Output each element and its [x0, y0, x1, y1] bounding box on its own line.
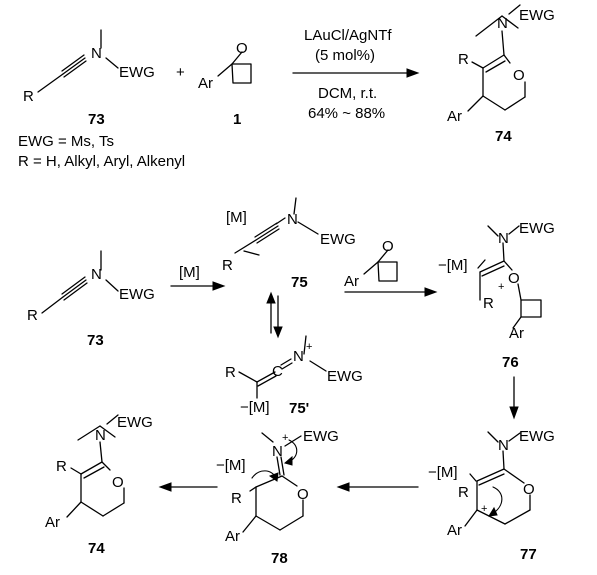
group-ewg: EWG	[519, 428, 555, 445]
atom-ar: Ar	[447, 522, 462, 539]
condition-loading: (5 mol%)	[315, 47, 375, 64]
atom-r: R	[23, 88, 34, 105]
atom-ar: Ar	[509, 325, 524, 342]
atom-n: N	[293, 348, 304, 365]
group-ewg: EWG	[119, 286, 155, 303]
atom-o: O	[523, 481, 535, 498]
intermediate-75: [M] R N EWG	[222, 197, 356, 274]
atom-ar: Ar	[447, 108, 462, 125]
note-r-groups: R = H, Alkyl, Aryl, Alkenyl	[18, 153, 185, 170]
intermediate-76: N EWG −[M] O + R Ar	[438, 220, 555, 342]
atom-n: N	[91, 45, 102, 62]
metal-label-neg: −[M]	[216, 457, 246, 474]
charge-plus: +	[306, 341, 312, 353]
atom-o: O	[297, 486, 309, 503]
ynamide-73-mech: R N EWG	[27, 250, 155, 324]
arrow-73-to-75	[170, 281, 226, 291]
condition-catalyst: LAuCl/AgNTf	[304, 27, 392, 44]
metal-label-neg: −[M]	[240, 399, 270, 416]
atom-o: O	[508, 270, 520, 287]
group-ewg: EWG	[117, 414, 153, 431]
compound-74-top: 74	[495, 128, 512, 145]
charge-plus: +	[498, 281, 504, 293]
atom-r: R	[222, 257, 233, 274]
compound-75: 75	[291, 274, 308, 291]
compound-74-bottom: 74	[88, 540, 105, 557]
product-74-top: N EWG R O Ar	[447, 4, 555, 125]
atom-o: O	[236, 40, 248, 57]
arrow-77-to-78	[336, 482, 419, 492]
reaction-arrow-main	[292, 68, 420, 78]
charge-plus: +	[282, 432, 288, 444]
ynamide-73-top: R N EWG	[23, 29, 155, 105]
atom-r: R	[458, 484, 469, 501]
arrow-75-to-76	[344, 287, 438, 297]
atom-r: R	[458, 51, 469, 68]
compound-78: 78	[271, 550, 288, 567]
compound-76: 76	[502, 354, 519, 371]
atom-c: C	[272, 363, 283, 380]
group-ewg: EWG	[119, 64, 155, 81]
atom-ar: Ar	[225, 528, 240, 545]
atom-r: R	[225, 364, 236, 381]
keteniminium-75p: R C N + EWG −[M]	[225, 335, 363, 416]
atom-n: N	[287, 211, 298, 228]
atom-n: N	[95, 427, 106, 444]
compound-1: 1	[233, 111, 241, 128]
arrow-78-to-74	[158, 482, 218, 492]
metal-label-neg: −[M]	[438, 257, 468, 274]
atom-o: O	[112, 474, 124, 491]
charge-plus: +	[481, 503, 487, 515]
compound-73-top: 73	[88, 111, 105, 128]
condition-yield: 64% ~ 88%	[308, 105, 385, 122]
compound-75p: 75'	[289, 400, 309, 417]
oxetane-mech: O Ar	[344, 238, 398, 290]
atom-r: R	[27, 307, 38, 324]
group-ewg: EWG	[519, 7, 555, 24]
atom-n: N	[498, 230, 509, 247]
group-ewg: EWG	[320, 231, 356, 248]
intermediate-78: N + EWG −[M] R O Ar	[216, 428, 339, 545]
atom-o: O	[382, 238, 394, 255]
group-ewg: EWG	[303, 428, 339, 445]
group-ewg: EWG	[519, 220, 555, 237]
atom-ar: Ar	[344, 273, 359, 290]
atom-r: R	[56, 458, 67, 475]
metal-label: [M]	[226, 209, 247, 226]
plus-sign: +	[176, 64, 185, 81]
equilibrium-arrows	[266, 291, 283, 339]
compound-73-mech: 73	[87, 332, 104, 349]
note-ewg: EWG = Ms, Ts	[18, 133, 114, 150]
atom-n: N	[272, 443, 283, 460]
product-74-bottom: N EWG R O Ar	[45, 414, 153, 531]
atom-o: O	[513, 67, 525, 84]
oxetane-1: O Ar	[198, 40, 252, 92]
atom-n: N	[498, 437, 509, 454]
atom-n: N	[91, 266, 102, 283]
intermediate-77: N EWG −[M] R O + Ar	[428, 428, 555, 539]
atom-ar: Ar	[45, 514, 60, 531]
arrow-76-to-77	[509, 376, 519, 420]
arrow-label-metal: [M]	[179, 264, 200, 281]
atom-ar: Ar	[198, 75, 213, 92]
atom-r: R	[483, 295, 494, 312]
atom-r: R	[231, 490, 242, 507]
atom-n: N	[497, 15, 508, 32]
group-ewg: EWG	[327, 368, 363, 385]
condition-solvent: DCM, r.t.	[318, 85, 377, 102]
compound-77: 77	[520, 546, 537, 563]
metal-label-neg: −[M]	[428, 464, 458, 481]
